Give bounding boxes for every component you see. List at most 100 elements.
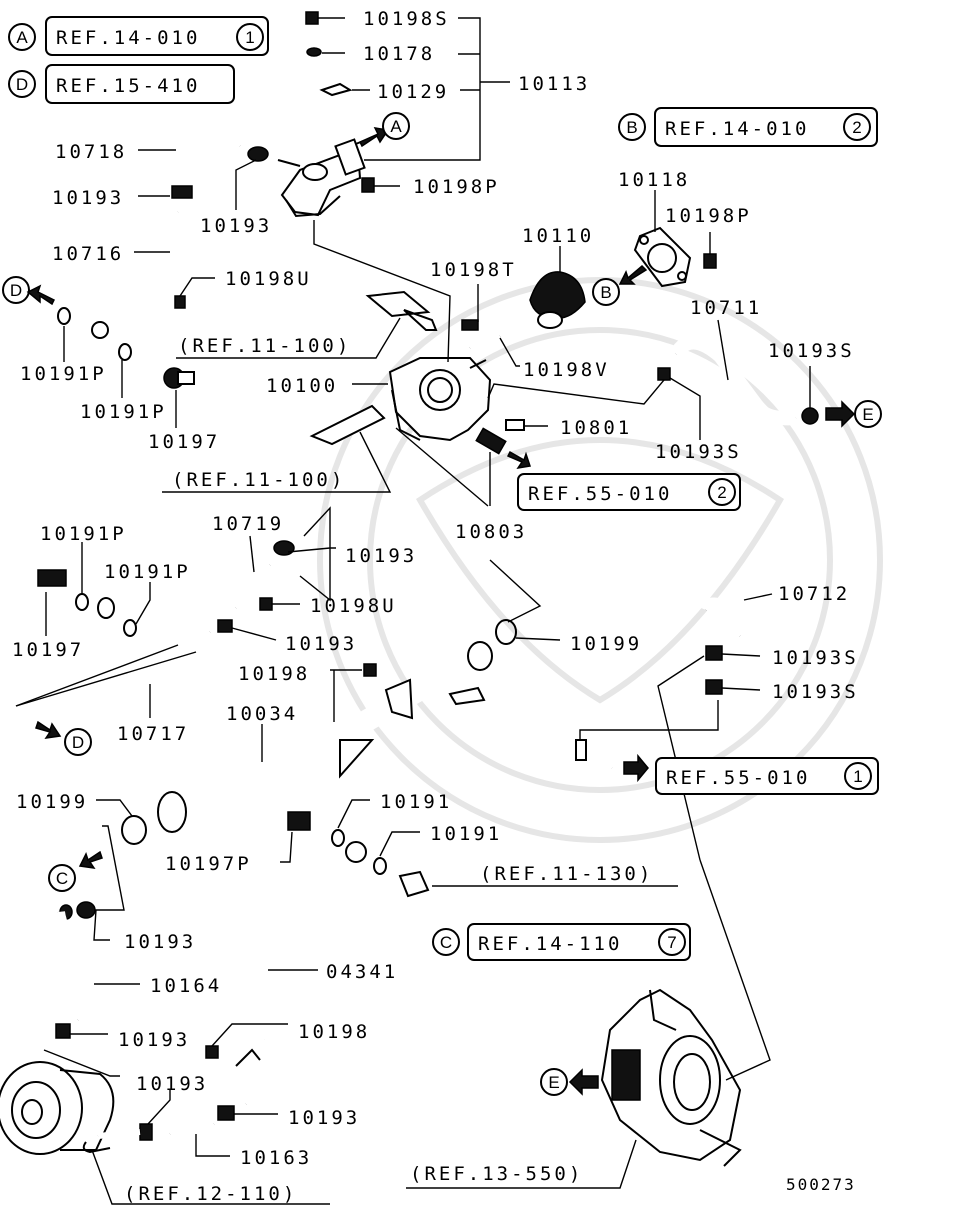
arrow-to-b: B: [592, 264, 648, 306]
hose-10164: 10164: [51, 910, 222, 1023]
label-p10801: 10801: [560, 417, 632, 439]
ref-11-100-lower: (REF.11-100): [162, 404, 392, 493]
label-p10198p-b: 10198P: [665, 205, 752, 227]
label-ref-11-130: (REF.11-130): [480, 863, 653, 885]
label-p10193-f: 10193: [118, 1029, 190, 1051]
bolt-10198U-a: 10198U: [174, 268, 312, 309]
bracket-10113: 10113: [364, 17, 590, 161]
sensor-10803: 10803: [395, 427, 531, 543]
label-p10193-e: 10193: [124, 931, 196, 953]
bolt-10198-a: 10198: [238, 663, 377, 722]
pipe-10717: 10717: [97, 597, 212, 745]
label-p10198t: 10198T: [430, 259, 517, 281]
ref-55-010-1: REF.55-010 1: [655, 757, 879, 795]
label-a: A: [390, 117, 402, 136]
label-p10118: 10118: [618, 169, 690, 191]
oring-10191P-d: 10191P: [104, 561, 191, 637]
water-pipe-10034: 10034: [157, 641, 493, 833]
label-p10711: 10711: [690, 297, 762, 319]
arrow-to-e-bottom: E: [540, 1068, 599, 1096]
label-e: E: [548, 1073, 559, 1092]
ref-box-a: REF.14-010: [56, 27, 200, 49]
bolt-10197-b: 10197: [12, 569, 81, 661]
bolt-10198T: 10198T: [430, 259, 517, 331]
hose-10711: 10711: [669, 297, 797, 426]
arrow-to-d-top: D: [2, 276, 56, 306]
label-p10197p: 10197P: [165, 853, 252, 875]
arrow-to-e-top: E: [825, 400, 882, 428]
label-p10198u-a: 10198U: [225, 268, 312, 290]
arrow-to-d-lower: D: [15, 644, 197, 756]
water-pump: [0, 1049, 120, 1155]
gasket-10118: 10118: [618, 169, 692, 288]
thermostat-10110: 10110: [522, 225, 591, 329]
label-p10718: 10718: [55, 141, 127, 163]
oring-10191-a: 10191: [331, 791, 449, 847]
label-p10717: 10717: [117, 723, 189, 745]
label-p10191p-d: 10191P: [104, 561, 191, 583]
bolt-10198V: 10198V: [469, 334, 607, 381]
bolt-10198-b: 10198: [205, 1021, 370, 1059]
label-ref-55-010-2-num: 2: [717, 483, 726, 502]
label-p10191p-b: 10191P: [80, 401, 167, 423]
label-p10198-b: 10198: [298, 1021, 370, 1043]
hose-10163: 10163: [97, 1117, 312, 1169]
hose-10719: 10719: [212, 513, 284, 612]
label-c-box: REF.14-110: [478, 933, 622, 955]
gasket-10129: 10129: [319, 81, 446, 103]
oring-10191P-a: 10191P: [20, 307, 104, 385]
oring-10191-b: 10191: [373, 823, 499, 875]
throttle-body-assembly: [600, 859, 771, 1167]
label-p10164: 10164: [150, 975, 222, 997]
callout-d-ref: D REF.15-410: [8, 64, 235, 104]
ref-11-130: (REF.11-130): [398, 863, 678, 898]
pipe-10716: 10716: [52, 211, 180, 339]
label-ref-11-100-a: (REF.11-100): [178, 335, 351, 357]
oring-10199-b: 10199 C: [16, 791, 147, 892]
hose-10718: 10718: [55, 126, 246, 194]
callout-a-ref: A REF.14-010 1: [8, 16, 269, 56]
label-d: D: [10, 281, 22, 300]
bolt-10198P-top: 10198P: [361, 176, 497, 198]
oring-10191P-c: 10191P: [40, 523, 127, 611]
label-p10719: 10719: [212, 513, 284, 535]
label-p10199-a: 10199: [570, 633, 642, 655]
label-b: B: [600, 283, 611, 302]
label-p10193s-d: 10193S: [772, 681, 859, 703]
clamp-10193-c: 10193: [273, 506, 414, 602]
label-p10163: 10163: [240, 1147, 312, 1169]
label-ref-55-010-1: REF.55-010: [666, 767, 810, 789]
arrow-to-a: A: [358, 112, 410, 148]
label-p10198-a: 10198: [238, 663, 310, 685]
label-p10197-a: 10197: [148, 431, 220, 453]
ref-box-a-num: 1: [245, 28, 254, 47]
water-outlet-fitting: [277, 138, 367, 218]
ref-box-d: REF.15-410: [56, 75, 200, 97]
clamp-10193-e: 10193: [59, 825, 196, 953]
clamp-10193-d: 10193: [217, 619, 354, 655]
oring-10199-a: 10199: [489, 559, 642, 655]
bolt-10198U-b: 10198U: [259, 595, 397, 617]
label-p10100: 10100: [266, 375, 338, 397]
clamp-10193S-c: 10193S: [657, 645, 859, 861]
label-ref-55-010-1-num: 1: [853, 767, 862, 786]
oring-10191P-b: 10191P: [80, 343, 167, 423]
label-p10191p-c: 10191P: [40, 523, 127, 545]
label-b: B: [626, 118, 637, 137]
bolt-10198S: 10198S: [305, 8, 447, 30]
diagram-id: 500273: [786, 1175, 856, 1194]
hose-10712: 10712: [699, 583, 847, 640]
label-p10193s-c: 10193S: [772, 647, 859, 669]
ref-12-110: (REF.12-110): [91, 1149, 330, 1205]
label-p10193-b: 10193: [200, 215, 272, 237]
callout-a-letter: A: [16, 28, 28, 47]
label-p10198u-b: 10198U: [310, 595, 397, 617]
ref-13-550: (REF.13-550): [406, 1139, 637, 1189]
clamp-10193-f: 10193: [55, 1023, 190, 1051]
clamp-10193-g: 10193: [136, 1073, 208, 1141]
label-p10113: 10113: [518, 73, 590, 95]
label-p10193-a: 10193: [52, 187, 124, 209]
label-p10193-g: 10193: [136, 1073, 208, 1095]
bolt-10198P-b: 10198P: [665, 205, 752, 269]
